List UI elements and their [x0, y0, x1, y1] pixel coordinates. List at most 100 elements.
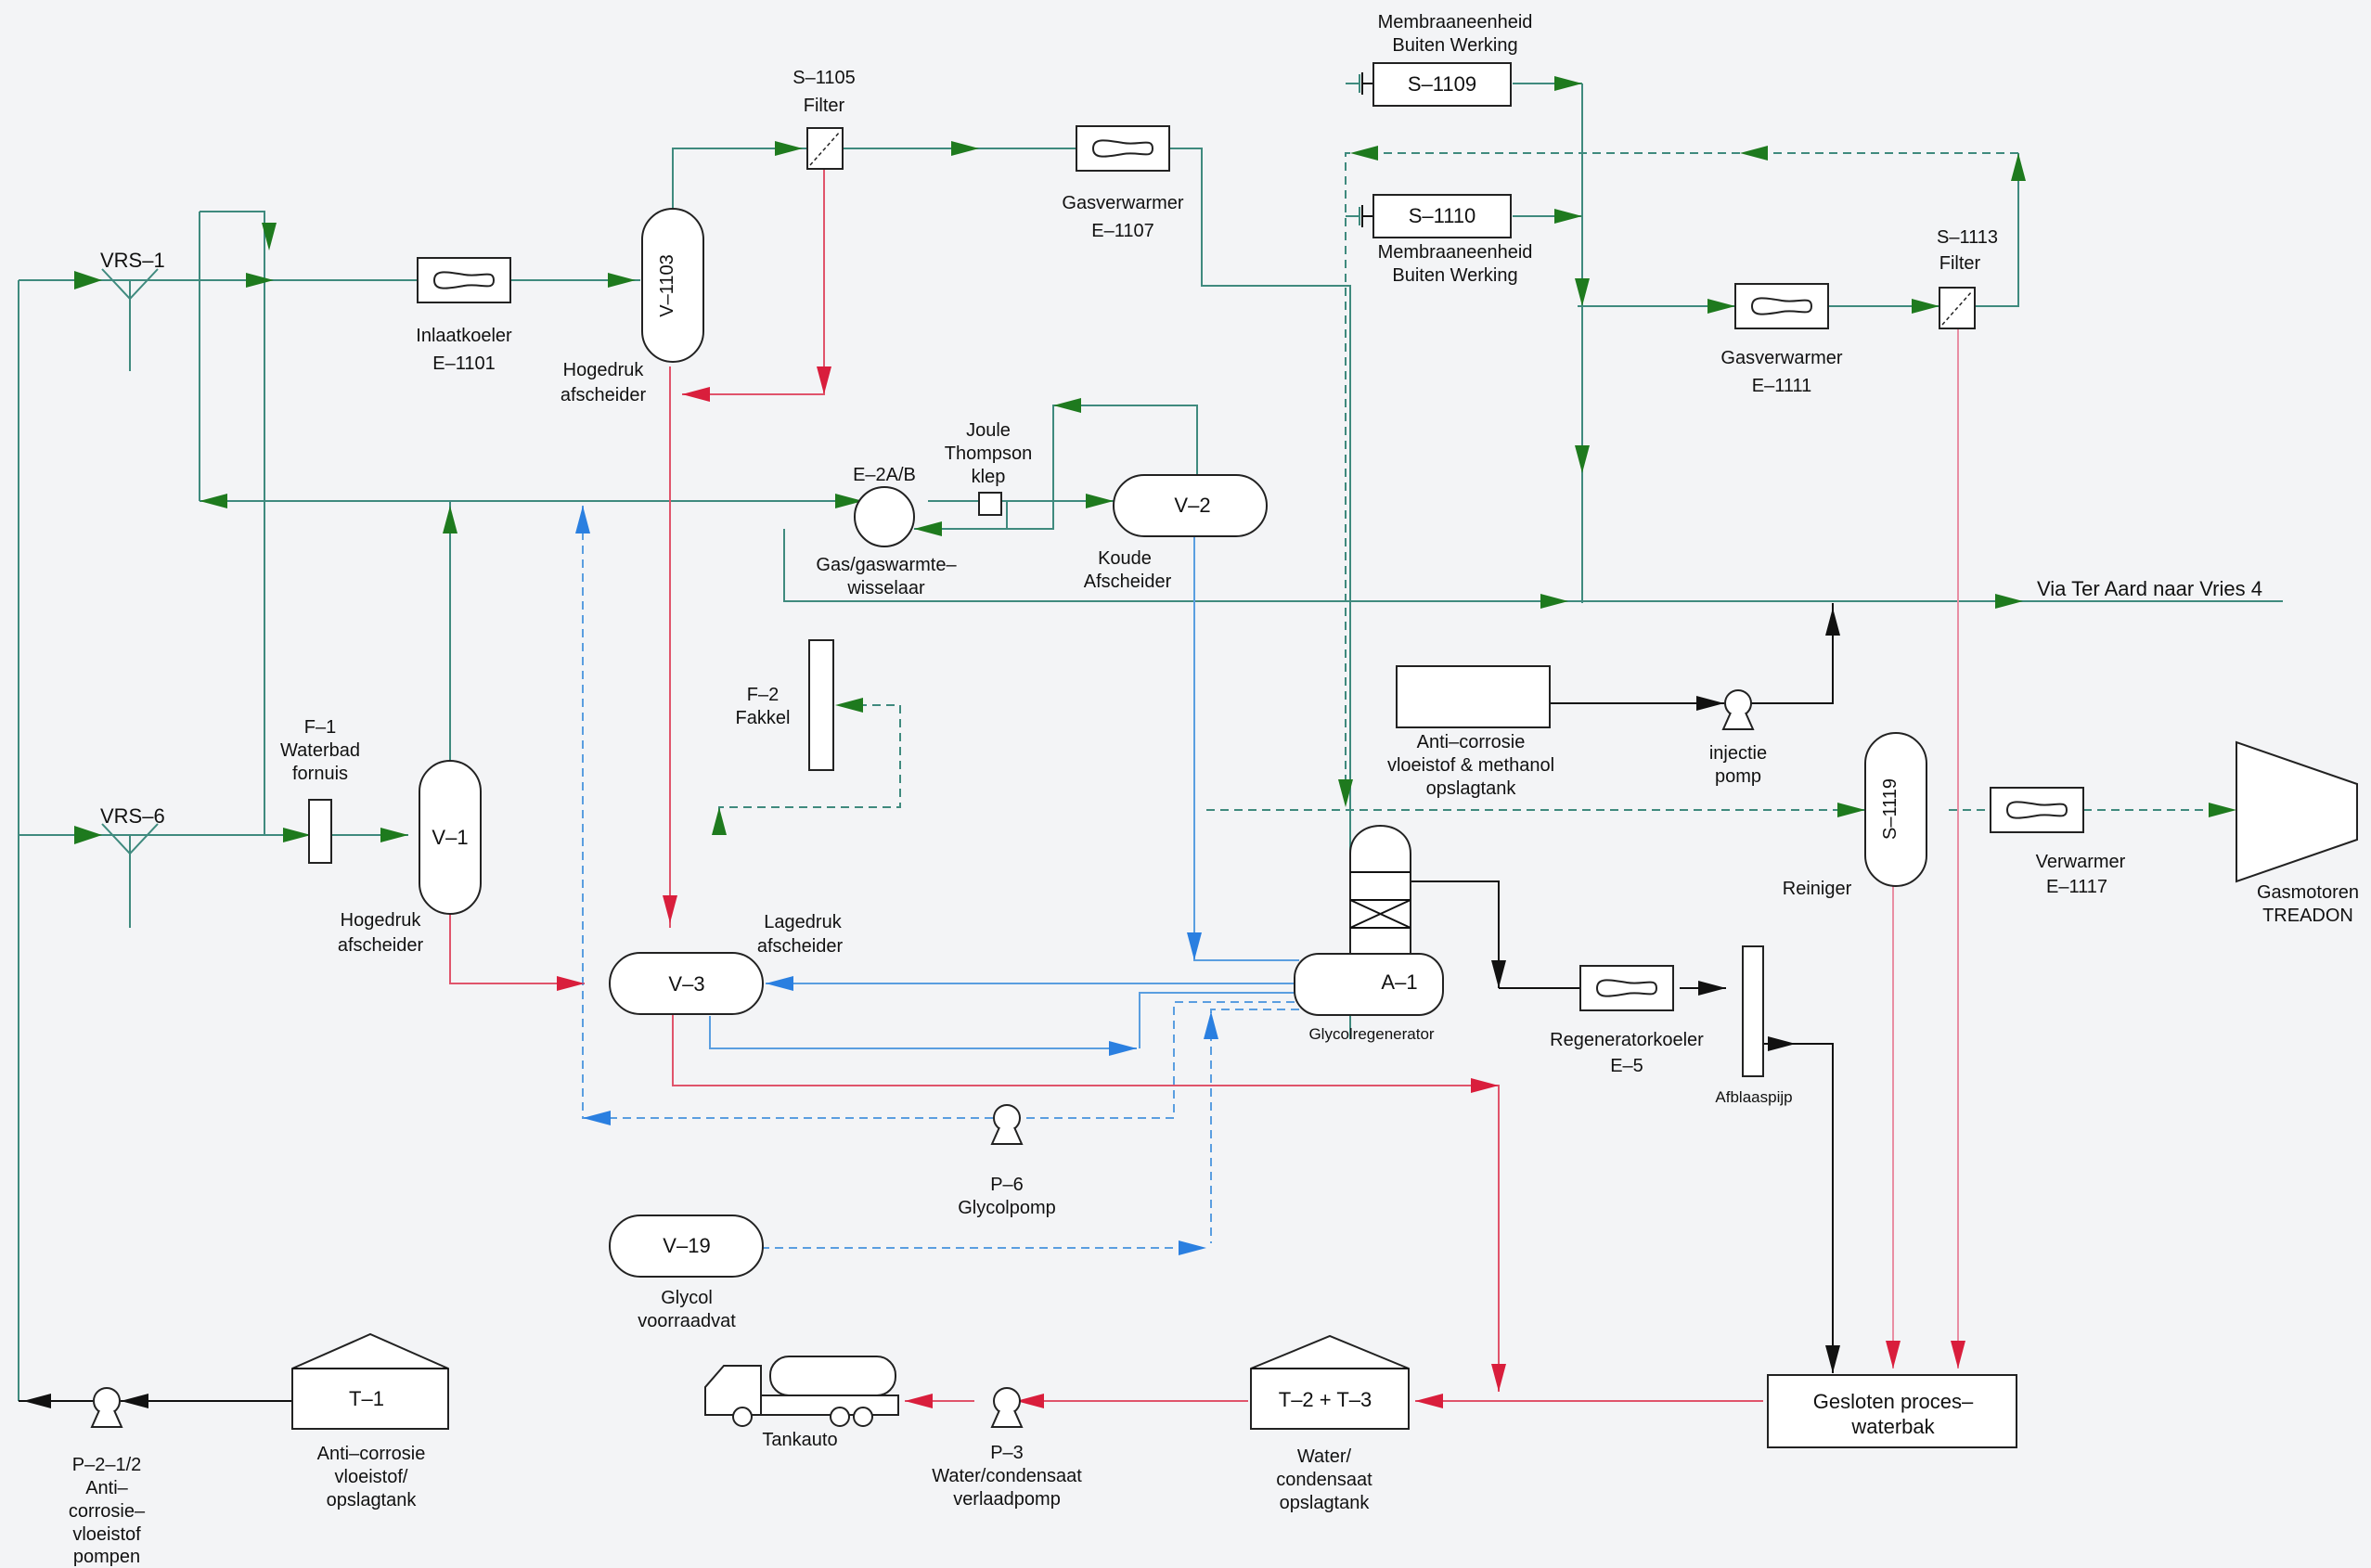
s1110-tag: S–1110: [1409, 204, 1476, 227]
v2-tag: V–2: [1174, 494, 1210, 517]
s1105-tag: S–1105: [792, 68, 855, 88]
t1-tag: T–1: [349, 1387, 384, 1410]
s1110-label-2: Buiten Werking: [1392, 265, 1517, 286]
p2-label-1: Anti–: [85, 1478, 128, 1498]
closed-process-water-basin: Gesloten proces– waterbak: [1767, 1374, 2017, 1448]
e1107-name: Gasverwarmer: [1062, 193, 1183, 213]
s1109-label-1: Membraaneenheid: [1378, 12, 1533, 32]
heat-exchanger-e5: Regeneratorkoeler E–5: [1550, 965, 1704, 1076]
waterbak-label-1: Gesloten proces–: [1813, 1390, 1974, 1413]
joule-thompson-valve: Joule Thompson klep: [945, 420, 1033, 516]
v1-label-1: Hogedruk: [341, 910, 422, 931]
s1119-tag: S–1119: [1880, 778, 1901, 840]
e1101-tag: E–1101: [432, 353, 495, 374]
t23-tag: T–2 + T–3: [1279, 1388, 1372, 1411]
flare-f2: F–2 Fakkel: [736, 639, 834, 771]
p2-label-4: pompen: [73, 1547, 140, 1567]
heat-exchanger-e1111: Gasverwarmer E–1111: [1720, 283, 1843, 396]
t23-label-3: opslagtank: [1280, 1493, 1371, 1513]
a1-label: Glycolregenerator: [1308, 1025, 1434, 1043]
gasmotoren-label-2: TREADON: [2262, 906, 2353, 926]
ac-tank-label-2: vloeistof & methanol: [1387, 755, 1554, 776]
glycol-lines: [582, 506, 1299, 1249]
v1103-label-1: Hogedruk: [563, 360, 645, 380]
tank-anticorrosion-methanol: Anti–corrosie vloeistof & methanol opsla…: [1387, 665, 1554, 799]
pump-injectie: injectie pomp: [1709, 689, 1767, 787]
e2ab-label-2: wisselaar: [846, 578, 925, 598]
injectie-label-1: injectie: [1709, 743, 1767, 764]
black-lines: [19, 603, 1834, 1402]
heat-exchanger-e1117: Verwarmer E–1117: [1990, 787, 2126, 897]
water-lines: [1892, 329, 1959, 1369]
v19-label-1: Glycol: [661, 1288, 713, 1308]
tank-t1: T–1 Anti–corrosie vloeistof/ opslagtank: [291, 1332, 449, 1510]
t1-label-2: vloeistof/: [335, 1467, 408, 1487]
wellhead-vrs6: VRS–6: [100, 804, 165, 928]
p3-label-1: Water/condensaat: [932, 1466, 1082, 1486]
ac-tank-label-3: opslagtank: [1426, 778, 1517, 799]
vessel-v19: V–19 Glycol voorraadvat: [609, 1215, 764, 1331]
outlet-label: Via Ter Aard naar Vries 4: [2037, 577, 2262, 600]
f2-label: Fakkel: [736, 708, 791, 728]
filter-s1113: S–1113 Filter: [1937, 227, 1998, 329]
heater-f1: F–1 Waterbad fornuis: [280, 717, 360, 864]
vessel-v1: V–1 Hogedruk afscheider: [338, 760, 482, 956]
s1109-tag: S–1109: [1408, 72, 1476, 96]
arrowheads: [23, 76, 2236, 1408]
v19-tag: V–19: [663, 1234, 710, 1257]
v1-tag: V–1: [432, 826, 468, 849]
v1-label-2: afscheider: [338, 935, 424, 956]
v2-label-2: Afscheider: [1084, 572, 1172, 592]
v2-label-1: Koude: [1098, 548, 1152, 569]
vessel-v2: V–2 Koude Afscheider: [1084, 474, 1268, 592]
heat-exchanger-e1101: Inlaatkoeler E–1101: [416, 257, 512, 374]
v3-tag: V–3: [668, 972, 704, 996]
e1111-name: Gasverwarmer: [1720, 348, 1842, 368]
p2-label-3: vloeistof: [72, 1524, 141, 1545]
p6-label: Glycolpomp: [958, 1198, 1056, 1218]
e2ab-label-1: Gas/gaswarmte–: [816, 555, 957, 575]
p6-tag: P–6: [990, 1175, 1024, 1195]
ac-tank-label-1: Anti–corrosie: [1417, 732, 1526, 752]
vessel-v1103: V–1103 Hogedruk afscheider: [561, 208, 704, 405]
tank-truck: Tankauto: [704, 1356, 899, 1450]
t1-label-3: opslagtank: [327, 1490, 418, 1510]
p2-label-2: corrosie–: [69, 1501, 146, 1522]
s1113-sub: Filter: [1939, 253, 1981, 274]
e1107-tag: E–1107: [1091, 221, 1153, 241]
membrane-unit-s1110: S–1110 Membraaneenheid Buiten Werking: [1361, 194, 1532, 286]
v19-label-2: voorraadvat: [638, 1311, 736, 1331]
heat-exchanger-e1107: Gasverwarmer E–1107: [1062, 125, 1184, 241]
jt-label-2: Thompson: [945, 443, 1033, 464]
tankauto-label: Tankauto: [762, 1430, 837, 1450]
jt-label-1: Joule: [966, 420, 1011, 441]
glycol-regenerator-a1: A–1 Glycolregenerator: [1294, 825, 1444, 1043]
v3-label-2: afscheider: [757, 936, 844, 957]
v1103-label-2: afscheider: [561, 385, 647, 405]
e1101-name: Inlaatkoeler: [416, 326, 512, 346]
pump-p6: P–6 Glycolpomp: [958, 1104, 1056, 1218]
e5-tag: E–5: [1610, 1056, 1643, 1076]
p2-tag: P–2–1/2: [72, 1455, 142, 1475]
filter-s1105: S–1105 Filter: [792, 68, 856, 170]
waterbak-label-2: waterbak: [1850, 1415, 1935, 1438]
e1117-tag: E–1117: [2046, 877, 2107, 897]
gas-engines: Gasmotoren TREADON: [2236, 740, 2359, 926]
vrs1-label: VRS–1: [100, 249, 165, 272]
e1117-name: Verwarmer: [2036, 852, 2126, 872]
tank-t2-t3: T–2 + T–3 Water/ condensaat opslagtank: [1250, 1334, 1410, 1513]
p3-label-2: verlaadpomp: [953, 1489, 1061, 1510]
f1-label-2: fornuis: [292, 764, 348, 784]
s1113-tag: S–1113: [1937, 227, 1998, 248]
s1119-label: Reiniger: [1783, 879, 1852, 899]
vent-pipe: Afblaaspijp: [1715, 945, 1793, 1106]
t1-label-1: Anti–corrosie: [317, 1444, 426, 1464]
e2ab-tag: E–2A/B: [853, 465, 916, 485]
f2-tag: F–2: [747, 685, 779, 705]
f1-label-1: Waterbad: [280, 740, 360, 761]
vessel-s1119: S–1119 Reiniger: [1783, 732, 1927, 899]
pump-p3: P–3 Water/condensaat verlaadpomp: [932, 1387, 1082, 1510]
e1111-tag: E–1111: [1752, 376, 1812, 396]
gasmotoren-label-1: Gasmotoren: [2257, 882, 2359, 903]
